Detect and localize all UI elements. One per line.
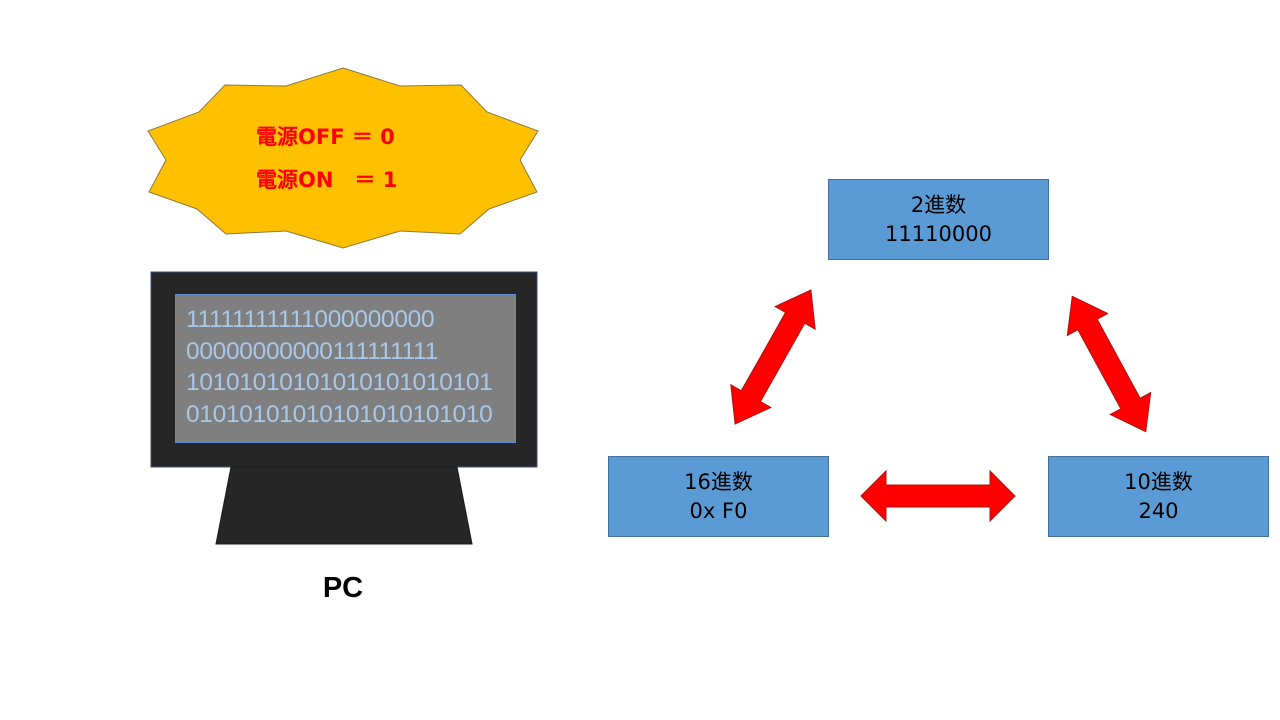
binary-line: 00000000000111111111 bbox=[186, 337, 438, 365]
node-binary: 2進数 11110000 bbox=[828, 179, 1049, 260]
node-binary-title: 2進数 bbox=[910, 192, 967, 217]
node-hex-value: 0x F0 bbox=[689, 498, 748, 523]
node-decimal-value: 240 bbox=[1138, 498, 1179, 523]
binary-line: 01010101010101010101010 bbox=[186, 400, 493, 428]
explosion-burst-icon bbox=[147, 67, 539, 249]
burst-line-power-on: 電源ON ＝ 1 bbox=[256, 168, 398, 192]
node-decimal: 10進数 240 bbox=[1048, 456, 1269, 537]
node-hex-title: 16進数 bbox=[684, 469, 753, 494]
binary-line: 11111111111000000000 bbox=[186, 306, 435, 333]
node-binary-value: 11110000 bbox=[885, 221, 992, 246]
monitor-screen: 11111111111000000000 0000000000011111111… bbox=[175, 294, 516, 443]
monitor-stand bbox=[215, 466, 473, 545]
double-arrow-icon bbox=[860, 469, 1016, 523]
binary-line: 10101010101010101010101 bbox=[186, 369, 493, 396]
double-arrow-icon bbox=[1066, 295, 1152, 433]
burst-line-power-off: 電源OFF ＝ 0 bbox=[256, 125, 395, 149]
node-hex: 16進数 0x F0 bbox=[608, 456, 829, 537]
pc-label: PC bbox=[322, 572, 364, 604]
double-arrow-icon bbox=[730, 289, 816, 425]
node-decimal-title: 10進数 bbox=[1124, 469, 1193, 494]
